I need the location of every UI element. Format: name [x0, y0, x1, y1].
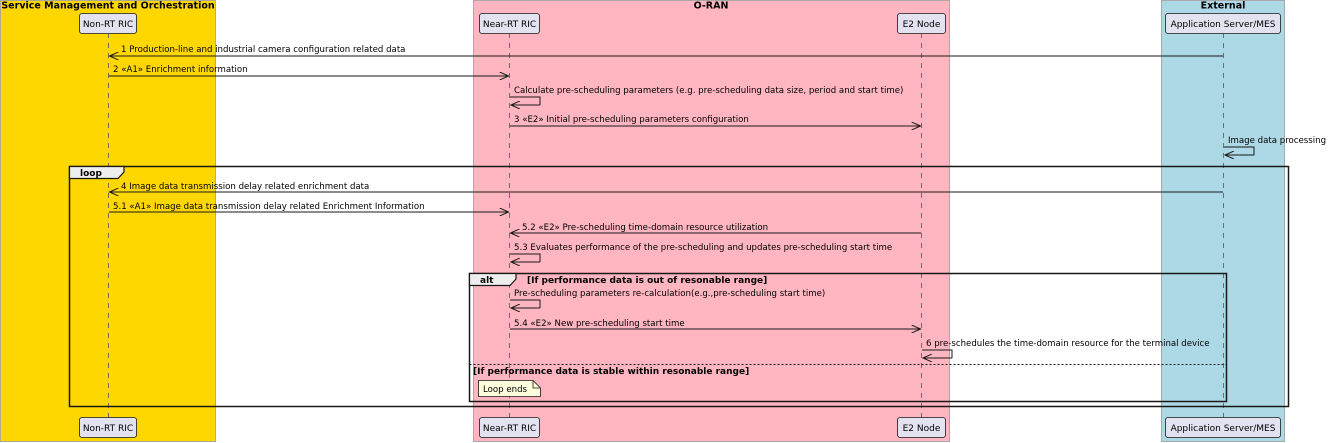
participant-label: Application Server/MES: [1171, 20, 1276, 30]
participant-label: E2 Node: [903, 20, 941, 30]
alt-frame-keyword: alt: [480, 276, 494, 286]
lane-title-smo: Service Management and Orchestration: [1, 1, 215, 12]
message-3: 3 «E2» Initial pre-scheduling parameters…: [510, 115, 921, 126]
message-5-1: 5.1 «A1» Image data transmission delay r…: [109, 202, 509, 212]
participant-foot-app-server: Application Server/MES: [1165, 417, 1281, 438]
alt-frame-else-condition: [If performance data is stable within re…: [473, 367, 749, 377]
message-2: 2 «A1» Enrichment information: [109, 65, 509, 76]
message-5-3: 5.3 Evaluates performance of the pre-sch…: [510, 243, 892, 262]
message-label: 3 «E2» Initial pre-scheduling parameters…: [514, 115, 749, 125]
message-label: 5.4 «E2» New pre-scheduling start time: [514, 319, 685, 329]
message-5-2: 5.2 «E2» Pre-scheduling time-domain reso…: [511, 223, 921, 233]
participant-head-app-server: Application Server/MES: [1165, 13, 1281, 34]
alt-frame: alt [If performance data is out of reson…: [468, 272, 1228, 403]
participant-foot-non-rt-ric: Non-RT RIC: [79, 417, 137, 438]
message-self-calculate: Calculate pre-scheduling parameters (e.g…: [510, 86, 903, 105]
message-label: 5.2 «E2» Pre-scheduling time-domain reso…: [522, 223, 768, 233]
message-4: 4 Image data transmission delay related …: [110, 182, 1223, 192]
participant-label: Near-RT RIC: [483, 424, 536, 434]
message-label: 4 Image data transmission delay related …: [121, 182, 369, 192]
message-label: 5.3 Evaluates performance of the pre-sch…: [514, 243, 892, 253]
participant-foot-e2-node: E2 Node: [897, 417, 946, 438]
lane-title-external: External: [1201, 1, 1246, 12]
message-label: Calculate pre-scheduling parameters (e.g…: [514, 86, 903, 96]
note-text: Loop ends: [483, 385, 528, 395]
message-label: 2 «A1» Enrichment information: [113, 65, 248, 75]
alt-frame-condition: [If performance data is out of resonable…: [527, 276, 767, 286]
lane-box-smo: Service Management and Orchestration: [0, 0, 216, 442]
message-label: 6 pre-schedules the time-domain resource…: [926, 339, 1210, 349]
message-label: Pre-scheduling parameters re-calculation…: [514, 289, 825, 299]
participant-label: Non-RT RIC: [83, 424, 133, 434]
message-label: 5.1 «A1» Image data transmission delay r…: [113, 202, 425, 212]
participant-label: Non-RT RIC: [83, 20, 133, 30]
message-self-recalculation: Pre-scheduling parameters re-calculation…: [510, 289, 825, 308]
participant-head-near-rt-ric: Near-RT RIC: [479, 13, 540, 34]
loop-frame-keyword: loop: [80, 169, 102, 179]
message-5-4: 5.4 «E2» New pre-scheduling start time: [510, 319, 921, 329]
participant-label: Near-RT RIC: [483, 20, 536, 30]
loop-frame: loop: [68, 165, 1290, 408]
message-label: 1 Production-line and industrial camera …: [121, 45, 405, 55]
participant-label: E2 Node: [903, 424, 941, 434]
message-label: Image data processing: [1228, 136, 1326, 146]
participant-head-e2-node: E2 Node: [897, 13, 946, 34]
participant-label: Application Server/MES: [1171, 424, 1276, 434]
lane-box-external: External: [1161, 0, 1285, 442]
message-1: 1 Production-line and industrial camera …: [110, 45, 1223, 56]
lane-box-oran: O-RAN: [473, 0, 950, 442]
message-self-image-processing: Image data processing: [1224, 136, 1326, 155]
message-6: 6 pre-schedules the time-domain resource…: [922, 339, 1210, 358]
lane-title-oran: O-RAN: [694, 1, 729, 12]
note-loop-ends: Loop ends: [478, 380, 541, 397]
participant-foot-near-rt-ric: Near-RT RIC: [479, 417, 540, 438]
participant-head-non-rt-ric: Non-RT RIC: [79, 13, 137, 34]
